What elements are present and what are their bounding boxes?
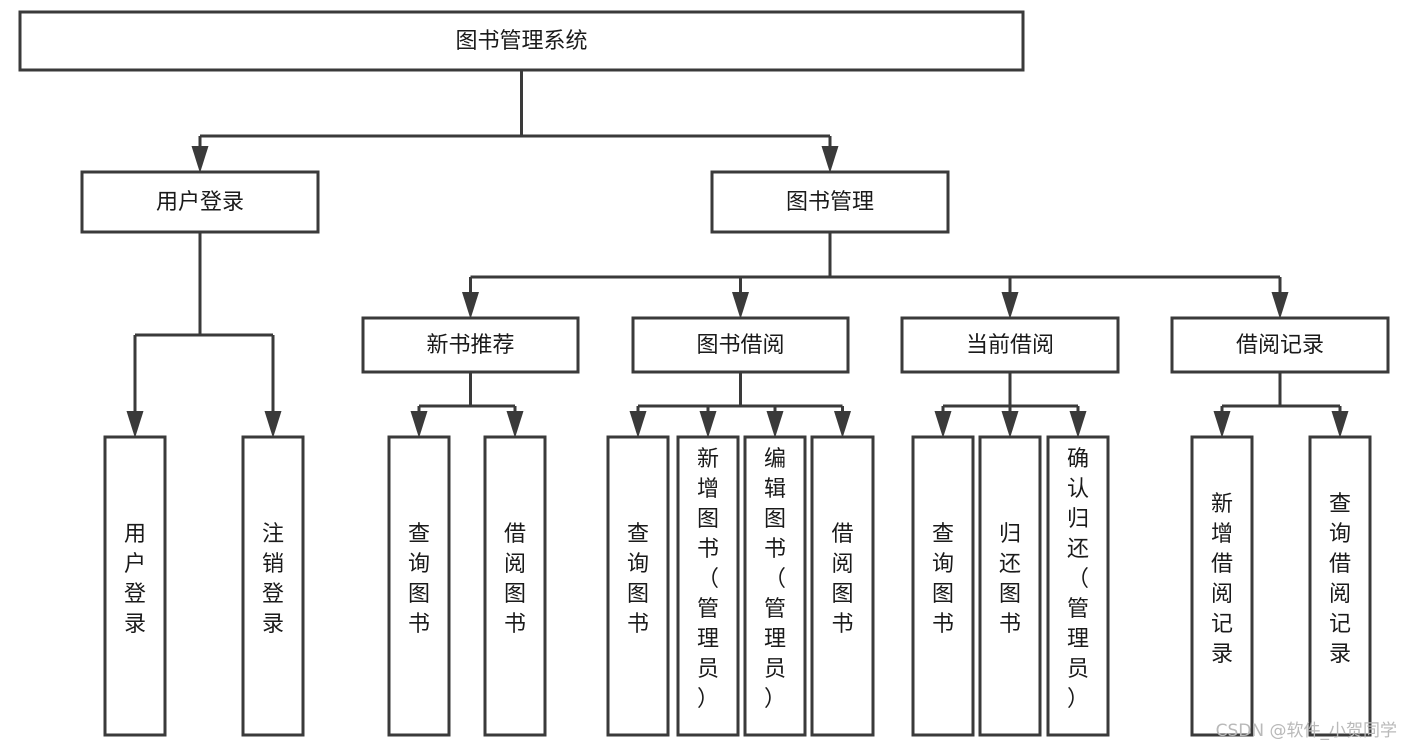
node-box-leaf-user-login xyxy=(103,435,167,737)
connector-conn-recommend-to-leaves xyxy=(410,372,524,438)
node-leaf-query-book-borrow[interactable]: 查询图书 xyxy=(606,435,670,737)
node-leaf-query-book-current[interactable]: 查询图书 xyxy=(911,435,975,737)
node-label-leaf-borrow-book: 借阅图书 xyxy=(831,522,853,637)
arrow-head-icon xyxy=(1331,411,1349,438)
node-root[interactable]: 图书管理系统 xyxy=(18,10,1025,72)
node-label-user-login: 用户登录 xyxy=(156,190,244,215)
node-label-leaf-query-book-recommend: 查询图书 xyxy=(408,522,430,637)
node-label-borrow-record: 借阅记录 xyxy=(1236,333,1324,358)
node-label-leaf-return-book: 归还图书 xyxy=(999,522,1021,637)
node-label-leaf-add-book: 新增图书（管理员） xyxy=(697,447,719,712)
csdn-watermark: CSDN @软件_小贺同学 xyxy=(1215,721,1397,741)
node-box-leaf-edit-book xyxy=(743,435,807,737)
node-box-root xyxy=(18,10,1025,72)
connector-conn-current-to-leaves xyxy=(934,372,1087,438)
node-box-leaf-add-borrow-record xyxy=(1190,435,1254,737)
node-label-current-borrow: 当前借阅 xyxy=(966,333,1054,358)
node-book-borrow[interactable]: 图书借阅 xyxy=(631,316,850,374)
node-label-new-book-recommend: 新书推荐 xyxy=(426,333,514,358)
arrow-head-icon xyxy=(126,411,144,438)
node-box-borrow-record xyxy=(1170,316,1390,374)
arrow-head-icon xyxy=(1001,411,1019,438)
arrow-head-icon xyxy=(462,292,479,319)
node-box-leaf-query-book-current xyxy=(911,435,975,737)
node-current-borrow[interactable]: 当前借阅 xyxy=(900,316,1120,374)
arrow-head-icon xyxy=(732,292,749,319)
connector-conn-root-to-level1 xyxy=(191,70,839,173)
connector-conn-bookmgmt-to-level2 xyxy=(462,232,1289,319)
arrow-head-icon xyxy=(264,411,282,438)
node-label-leaf-add-borrow-record: 新增借阅记录 xyxy=(1211,492,1233,667)
connector-layer xyxy=(126,70,1349,438)
node-user-login[interactable]: 用户登录 xyxy=(80,170,320,234)
node-layer: 图书管理系统用户登录图书管理新书推荐图书借阅当前借阅借阅记录用户登录注销登录查询… xyxy=(18,10,1390,737)
node-label-leaf-query-book-borrow: 查询图书 xyxy=(627,522,649,637)
arrow-head-icon xyxy=(410,411,428,438)
node-leaf-borrow-book-recommend[interactable]: 借阅图书 xyxy=(483,435,547,737)
node-leaf-user-login[interactable]: 用户登录 xyxy=(103,435,167,737)
connector-conn-record-to-leaves xyxy=(1213,372,1349,438)
node-box-book-borrow xyxy=(631,316,850,374)
node-box-leaf-query-book-borrow xyxy=(606,435,670,737)
node-box-leaf-borrow-book xyxy=(810,435,875,737)
node-leaf-logout[interactable]: 注销登录 xyxy=(241,435,305,737)
connector-conn-userlogin-to-leaves xyxy=(126,232,282,438)
node-leaf-query-borrow-record[interactable]: 查询借阅记录 xyxy=(1308,435,1372,737)
node-box-new-book-recommend xyxy=(361,316,580,374)
node-box-book-management xyxy=(710,170,950,234)
arrow-head-icon xyxy=(629,411,647,438)
node-label-leaf-query-book-current: 查询图书 xyxy=(932,522,954,637)
node-leaf-add-book[interactable]: 新增图书（管理员） xyxy=(676,435,740,737)
node-label-leaf-edit-book: 编辑图书（管理员） xyxy=(764,447,786,712)
arrow-head-icon xyxy=(1001,292,1019,319)
node-box-leaf-logout xyxy=(241,435,305,737)
node-box-leaf-query-borrow-record xyxy=(1308,435,1372,737)
node-label-book-borrow: 图书借阅 xyxy=(696,333,784,358)
node-label-root: 图书管理系统 xyxy=(455,29,587,54)
node-box-leaf-borrow-book-recommend xyxy=(483,435,547,737)
node-box-user-login xyxy=(80,170,320,234)
arrow-head-icon xyxy=(934,411,952,438)
node-new-book-recommend[interactable]: 新书推荐 xyxy=(361,316,580,374)
node-leaf-query-book-recommend[interactable]: 查询图书 xyxy=(387,435,451,737)
arrow-head-icon xyxy=(1069,411,1087,438)
node-leaf-borrow-book[interactable]: 借阅图书 xyxy=(810,435,875,737)
node-borrow-record[interactable]: 借阅记录 xyxy=(1170,316,1390,374)
node-book-management[interactable]: 图书管理 xyxy=(710,170,950,234)
node-box-leaf-confirm-return xyxy=(1046,435,1110,737)
node-box-leaf-query-book-recommend xyxy=(387,435,451,737)
node-label-leaf-confirm-return: 确认归还（管理员） xyxy=(1067,447,1089,712)
node-label-leaf-borrow-book-recommend: 借阅图书 xyxy=(504,522,526,637)
node-leaf-return-book[interactable]: 归还图书 xyxy=(978,435,1042,737)
node-box-leaf-add-book xyxy=(676,435,740,737)
arrow-head-icon xyxy=(1271,292,1289,319)
connector-conn-borrow-to-leaves xyxy=(629,372,851,438)
arrow-head-icon xyxy=(821,146,839,173)
node-label-leaf-user-login: 用户登录 xyxy=(124,522,146,637)
node-leaf-confirm-return[interactable]: 确认归还（管理员） xyxy=(1046,435,1110,737)
node-label-leaf-query-borrow-record: 查询借阅记录 xyxy=(1329,492,1351,667)
arrow-head-icon xyxy=(506,411,524,438)
arrow-head-icon xyxy=(191,146,209,173)
node-label-leaf-logout: 注销登录 xyxy=(262,522,284,637)
node-leaf-edit-book[interactable]: 编辑图书（管理员） xyxy=(743,435,807,737)
node-label-book-management: 图书管理 xyxy=(786,190,874,215)
node-box-current-borrow xyxy=(900,316,1120,374)
arrow-head-icon xyxy=(699,411,717,438)
node-box-leaf-return-book xyxy=(978,435,1042,737)
arrow-head-icon xyxy=(1213,411,1231,438)
node-leaf-add-borrow-record[interactable]: 新增借阅记录 xyxy=(1190,435,1254,737)
arrow-head-icon xyxy=(834,411,851,438)
arrow-head-icon xyxy=(766,411,784,438)
